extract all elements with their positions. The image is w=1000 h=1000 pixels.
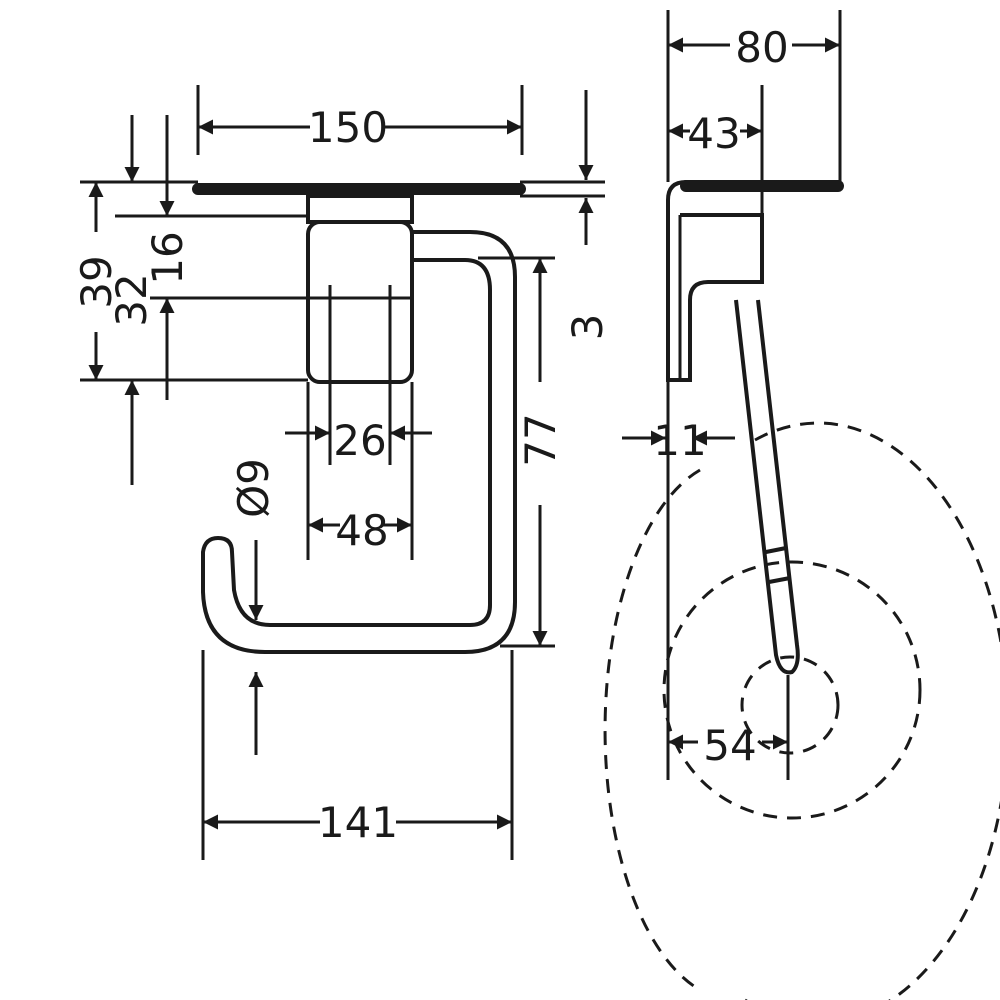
holder-arm-outer [201,230,517,654]
dim-label-3: 3 [563,314,612,341]
dim-label-39: 39 [72,255,121,308]
dim-label-26: 26 [333,416,386,465]
dim-label-16: 16 [143,231,192,284]
paper-roll-outer [662,560,922,820]
mounting-block [306,220,414,384]
dim-label-54: 54 [703,721,756,770]
dim-label-77: 77 [516,413,565,466]
dim-label-43: 43 [687,109,740,158]
side-view: 80 43 3 11 54 [563,10,1000,1000]
side-arm [734,299,800,675]
front-view: 150 39 16 32 77 26 48 [72,85,605,860]
paper-roll-core [740,655,840,755]
dim-label-dia9: Ø9 [229,458,278,518]
arm-marking [765,546,787,554]
dim-label-32: 32 [107,273,156,326]
dim-label-80: 80 [735,23,788,72]
dim-label-141: 141 [318,798,398,847]
side-bracket [666,200,764,382]
dim-label-11: 11 [653,416,706,465]
bracket-neck [306,194,414,224]
dim-label-150: 150 [308,103,388,152]
paper-roll-outline [603,421,1000,1000]
dim-label-48: 48 [335,506,388,555]
